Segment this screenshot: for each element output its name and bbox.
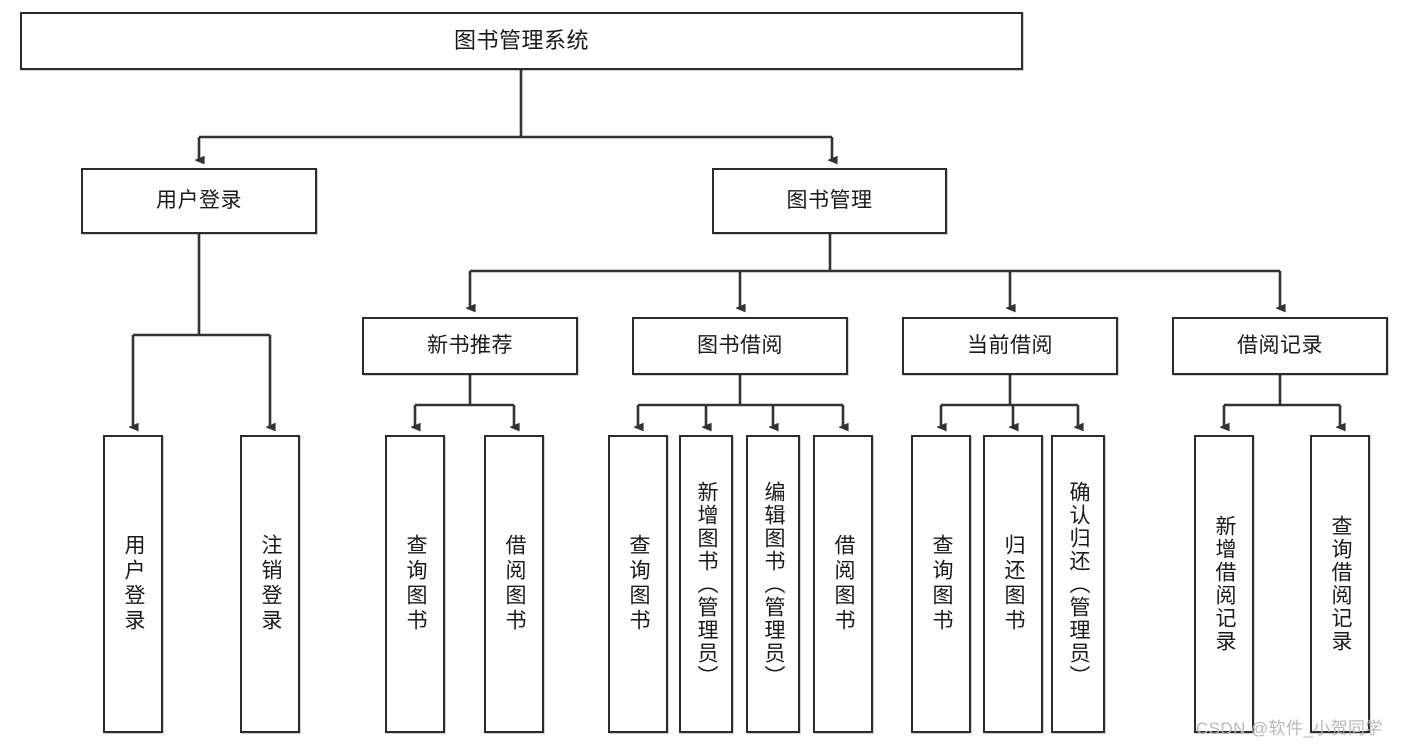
node-label: 新增图书（管理员） [695, 480, 719, 688]
node-label: 新增借阅记录 [1213, 515, 1237, 653]
node-current-borrow[interactable]: 当前借阅 [902, 317, 1118, 375]
node-leaf-return-book[interactable]: 归还图书 [983, 435, 1043, 733]
node-label: 当前借阅 [967, 334, 1053, 358]
node-leaf-logout-login[interactable]: 注销登录 [240, 435, 300, 733]
node-label: 借阅图书 [832, 534, 856, 634]
watermark-text: CSDN @软件_小贺同学 [1196, 719, 1383, 738]
node-label: 新书推荐 [427, 334, 513, 358]
node-label: 查询借阅记录 [1329, 515, 1353, 653]
node-leaf-borrow-book[interactable]: 借阅图书 [813, 435, 873, 733]
node-label: 图书借阅 [697, 334, 783, 358]
node-leaf-query-book-current[interactable]: 查询图书 [911, 435, 971, 733]
node-label: 确认归还（管理员） [1067, 480, 1091, 688]
node-label: 注销登录 [259, 534, 283, 634]
node-label: 图书管理 [786, 189, 873, 213]
node-user-login[interactable]: 用户登录 [81, 168, 317, 234]
node-leaf-add-book-admin[interactable]: 新增图书（管理员） [679, 435, 733, 733]
node-label: 查询图书 [627, 534, 651, 634]
node-label: 编辑图书（管理员） [762, 480, 786, 688]
node-label: 归还图书 [1002, 534, 1026, 634]
node-label: 用户登录 [122, 534, 146, 634]
node-leaf-query-book-borrow[interactable]: 查询图书 [608, 435, 668, 733]
node-label: 查询图书 [930, 534, 954, 634]
node-label: 查询图书 [404, 534, 428, 634]
node-label: 图书管理系统 [453, 27, 589, 53]
node-label: 用户登录 [156, 189, 242, 213]
node-borrow-record[interactable]: 借阅记录 [1172, 317, 1388, 375]
node-leaf-edit-book-admin[interactable]: 编辑图书（管理员） [746, 435, 800, 733]
node-leaf-add-borrow-record[interactable]: 新增借阅记录 [1194, 435, 1254, 733]
node-label: 借阅图书 [503, 534, 527, 634]
node-leaf-query-book-recommend[interactable]: 查询图书 [385, 435, 445, 733]
node-leaf-user-login[interactable]: 用户登录 [103, 435, 163, 733]
node-book-borrow[interactable]: 图书借阅 [632, 317, 848, 375]
node-root-system[interactable]: 图书管理系统 [20, 12, 1023, 70]
node-leaf-query-borrow-record[interactable]: 查询借阅记录 [1310, 435, 1370, 733]
node-label: 借阅记录 [1237, 334, 1323, 358]
node-leaf-confirm-return-admin[interactable]: 确认归还（管理员） [1051, 435, 1105, 733]
node-new-book-recommend[interactable]: 新书推荐 [362, 317, 578, 375]
node-book-manage[interactable]: 图书管理 [712, 168, 947, 234]
node-leaf-borrow-book-recommend[interactable]: 借阅图书 [484, 435, 544, 733]
